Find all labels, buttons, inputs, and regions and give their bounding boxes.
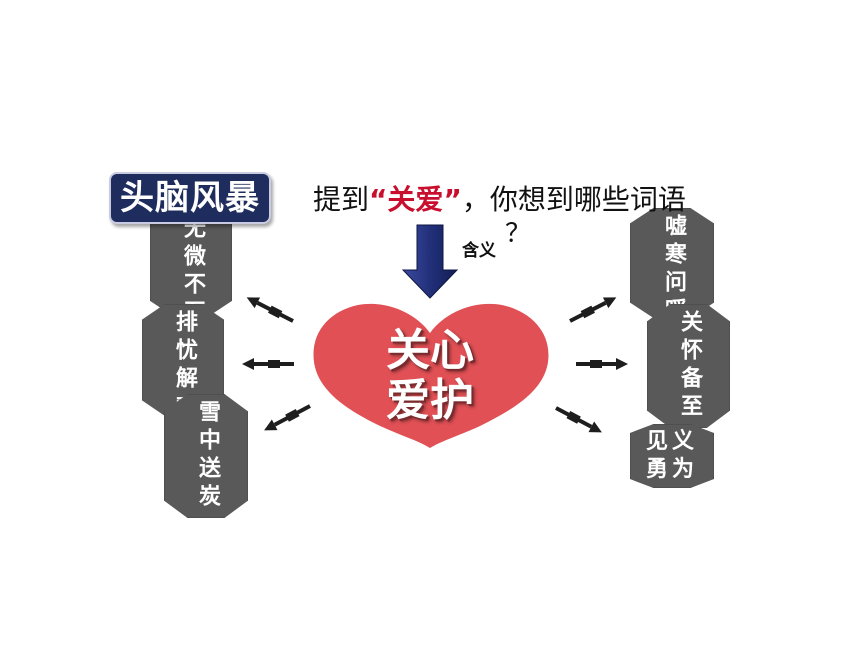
question-open-quote: “	[369, 183, 388, 216]
question-prefix: 提到	[313, 183, 370, 216]
term-box-left-3: 雪中送炭	[164, 394, 248, 518]
question-text: 提到“关爱”，你想到哪些词语	[313, 181, 686, 219]
heart-line-2: 爱护	[386, 375, 474, 426]
right-arrow-mid-icon	[576, 358, 628, 370]
term-box-right-3: 见义勇为	[630, 424, 714, 488]
term-label: 雪中送炭	[195, 400, 220, 512]
right-arrow-bottom-icon	[555, 406, 602, 433]
question-mark: ？	[505, 219, 532, 249]
left-arrow-bottom-icon	[264, 404, 311, 431]
term-label: 关怀备至	[677, 310, 702, 422]
left-arrow-mid-icon	[242, 358, 294, 370]
question-suffix: ，你想到哪些词语	[461, 183, 686, 216]
term-label: 见义勇为	[646, 429, 699, 482]
term-box-left-1: 无微不至	[150, 208, 232, 316]
term-box-right-1: 嘘寒问暖	[630, 208, 714, 318]
brainstorm-badge: 头脑风暴	[109, 172, 271, 224]
heart-shape	[313, 303, 549, 448]
arrow-label: 含义	[462, 241, 496, 261]
question-keyword: 关爱	[387, 183, 444, 216]
term-label: 无微不至	[180, 216, 205, 316]
right-arrow-top-icon	[569, 297, 617, 323]
heart-label: 关心 爱护	[352, 326, 508, 426]
question-close-quote: ”	[443, 183, 462, 216]
term-box-right-2: 关怀备至	[647, 304, 730, 428]
heart-line-1: 关心	[386, 325, 474, 376]
term-label: 嘘寒问暖	[661, 214, 686, 318]
left-arrow-top-icon	[246, 297, 294, 323]
down-arrow-icon	[401, 224, 459, 299]
